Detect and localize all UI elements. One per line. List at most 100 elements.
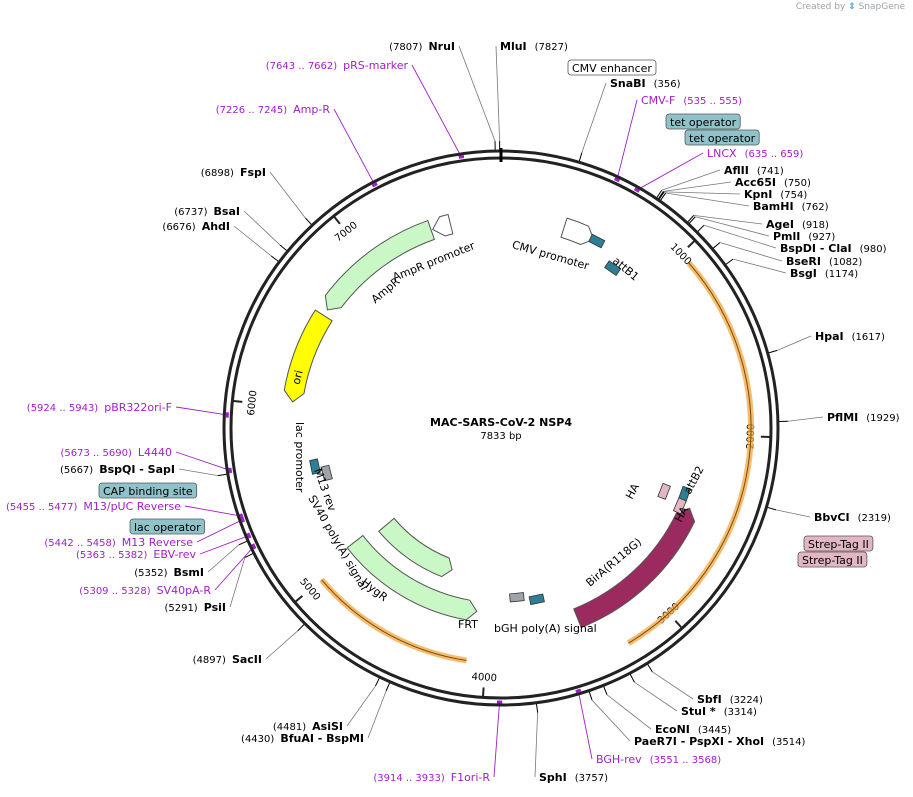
enzyme-site[interactable]: KpnI(754) [744,188,807,201]
small-feature-block[interactable] [672,497,687,515]
enzyme-tick [297,623,306,632]
enzyme-coord: (5667) [60,465,93,476]
watermark-brand: SnapGene [858,2,905,12]
enzyme-leader [663,181,732,192]
enzyme-site[interactable]: HpaI(1617) [815,330,885,343]
enzyme-site[interactable]: EcoNI(3445) [655,723,731,736]
feature-arrow[interactable] [432,213,454,237]
primer-site[interactable]: SV40pA-R(5309 .. 5328) [79,584,211,597]
primer-site[interactable]: L4440(5673 .. 5690) [60,446,172,459]
enzyme-name: NruI [428,40,455,53]
enzyme-site[interactable]: PmlI(927) [773,230,835,243]
primer-site[interactable]: pRS-marker(7643 .. 7662) [266,59,409,72]
enzyme-site[interactable]: SnaBI(356) [610,77,681,90]
enzyme-tick [696,224,705,233]
primer-site[interactable]: Amp-R(7226 .. 7245) [216,103,331,116]
primer-site[interactable]: LNCX(635 .. 659) [707,147,803,160]
enzyme-coord: (4430) [241,734,274,745]
enzyme-site[interactable]: SacII(4897) [193,653,262,666]
enzyme-site[interactable]: SphI(3757) [539,771,608,784]
enzyme-site[interactable]: BseRI(1082) [786,255,862,268]
enzyme-tick [238,540,249,546]
boxed-label-frame [684,129,760,146]
primer-mark [458,155,465,159]
primer-site[interactable]: CMV-F(535 .. 555) [641,94,742,107]
enzyme-coord: (754) [780,190,807,201]
primer-name: pBR322ori-F [104,401,172,414]
primer-name: M13/pUC Reverse [83,500,181,513]
boxed-feature-label[interactable]: Strep-Tag II [803,535,874,552]
enzyme-site[interactable]: NruI (7807) [389,40,455,53]
enzyme-site[interactable]: StuI * (3314) [681,705,757,718]
enzyme-site[interactable]: BspQI - SapI(5667) [60,463,175,476]
primer-site[interactable]: EBV-rev(5363 .. 5382) [76,548,196,561]
enzyme-site[interactable]: SbfI(3224) [697,693,763,706]
feature-arrow[interactable] [573,507,696,629]
enzyme-name: SnaBI [610,77,646,90]
enzyme-leader [534,712,539,778]
enzyme-coord: (7807) [389,42,422,53]
enzyme-site[interactable]: BsmI(5352) [134,566,204,579]
small-feature-block[interactable] [528,593,545,606]
enzyme-site[interactable]: BamHI(762) [753,200,829,213]
feature-arrow[interactable] [346,534,478,621]
primer-name: CMV-F [641,94,675,107]
small-feature-block[interactable] [309,458,321,475]
boxed-label-text: tet operator [670,116,737,129]
feature-arrow[interactable] [324,219,436,311]
enzyme-site[interactable]: PsiI(5291) [164,601,226,614]
enzyme-tick [659,192,667,202]
enzyme-coord: (6737) [174,207,207,218]
primer-leader [214,546,255,591]
primer-site[interactable]: M13 Reverse(5442 .. 5458) [44,536,193,549]
primer-site[interactable]: M13/pUC Reverse(5455 .. 5477) [6,500,181,513]
enzyme-coord: (3314) [724,707,757,718]
enzyme-coord: (6676) [162,222,195,233]
feature-arrow[interactable] [560,217,595,246]
boxed-feature-label[interactable]: tet operator [665,113,741,130]
boxed-feature-label[interactable]: Strep-Tag II [797,551,868,568]
feature-text-label: bGH poly(A) signal [494,622,597,635]
small-feature-block[interactable] [320,464,333,482]
small-feature-block[interactable] [604,260,622,276]
primer-site[interactable]: F1ori-R(3914 .. 3933) [373,771,490,784]
enzyme-site[interactable]: AgeI(918) [766,218,829,231]
enzyme-site[interactable]: Acc65I(750) [735,176,811,189]
enzyme-site[interactable]: BspDI - ClaI(980) [780,242,887,255]
feature-arrow[interactable] [378,517,453,578]
enzyme-site[interactable]: FspI(6898) [201,166,266,179]
enzyme-site[interactable]: AsiSI(4481) [273,720,343,733]
enzyme-leader [787,416,824,422]
enzyme-coord: (3445) [698,725,731,736]
enzyme-site[interactable]: MluI(7827) [500,40,568,53]
enzyme-site[interactable]: BsaI(6737) [174,205,240,218]
enzyme-name: PmlI [773,230,800,243]
enzyme-site[interactable]: AhdI(6676) [162,220,230,233]
enzyme-site[interactable]: BbvCI(2319) [814,511,891,524]
enzyme-site[interactable]: BfuAI - BspMI (4430) [241,732,364,745]
enzyme-site[interactable]: PflMI(1929) [827,411,900,424]
boxed-feature-label[interactable]: CAP binding site [98,482,198,499]
feature-arrow[interactable] [283,309,333,403]
small-feature-block[interactable] [509,592,525,603]
enzyme-tick [629,673,635,683]
enzyme-name: StuI * [681,705,716,718]
small-feature-block[interactable] [657,482,671,500]
boxed-feature-label[interactable]: tet operator [684,129,760,146]
enzyme-site[interactable]: PaeR7I - PspXI - XhoI(3514) [634,735,806,748]
enzyme-site[interactable]: AflII(741) [724,164,784,177]
primer-site[interactable]: BGH-rev(3551 .. 3568) [596,753,721,766]
enzyme-tick [244,552,255,558]
enzyme-name: FspI [240,166,266,179]
enzyme-leader [652,671,694,700]
tick-mark [332,215,341,225]
small-feature-block[interactable] [588,233,606,249]
primer-site[interactable]: pBR322ori-F(5924 .. 5943) [27,401,172,414]
boxed-feature-label[interactable]: lac operator [129,518,206,535]
enzyme-name: BfuAI - BspMI [280,732,364,745]
primer-name: EBV-rev [153,548,196,561]
boxed-label-text: CAP binding site [103,485,193,498]
enzyme-site[interactable]: BsgI(1174) [790,267,858,280]
boxed-feature-label[interactable]: CMV enhancer [567,59,657,76]
enzyme-leader [229,557,246,608]
